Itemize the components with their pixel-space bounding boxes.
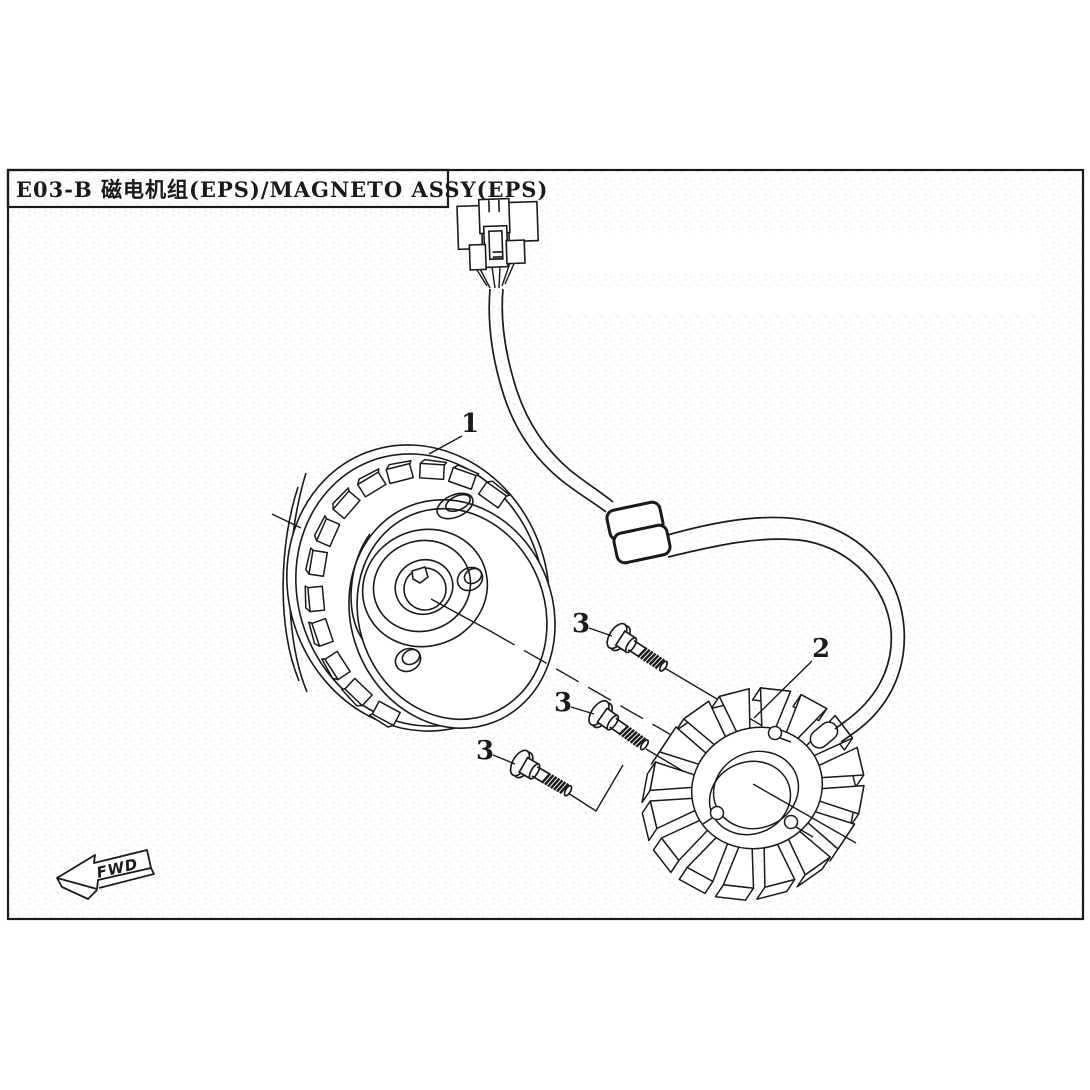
scan-noise-background	[9, 171, 1082, 918]
callout-3b-label: 3	[554, 688, 572, 718]
callout-2-label: 2	[812, 634, 830, 664]
wiring-connector	[456, 197, 540, 271]
stator-drawing	[641, 687, 865, 901]
stator-mount-holes	[702, 725, 814, 838]
cable-entry-slot	[809, 721, 839, 749]
title-block-text: E03-B 磁电机组(EPS)/MAGNETO ASSY(EPS)	[16, 177, 548, 202]
callout-3-leaders	[492, 627, 613, 765]
callout-1-leader	[271, 435, 463, 529]
flywheel-rotor-drawing	[282, 444, 556, 732]
rotor-face-holes	[394, 492, 484, 673]
drawing-frame	[6, 168, 1085, 921]
rotor-magnet-slots	[304, 458, 511, 728]
callout-3c-label: 3	[476, 736, 494, 766]
keyway-notch	[411, 566, 429, 584]
stator-centerline-and-leader	[752, 660, 857, 844]
title-block-box	[6, 168, 450, 209]
cable-grommet	[605, 500, 672, 565]
whiteout-patches	[553, 236, 1041, 313]
callout-3a-label: 3	[572, 609, 590, 639]
stator-cable-drawing	[488, 288, 906, 743]
hub-shoulder-arc	[350, 533, 371, 641]
fwd-direction-arrow	[56, 849, 155, 900]
flange-bolts-drawing	[509, 622, 669, 797]
callout-1-label: 1	[461, 409, 479, 439]
